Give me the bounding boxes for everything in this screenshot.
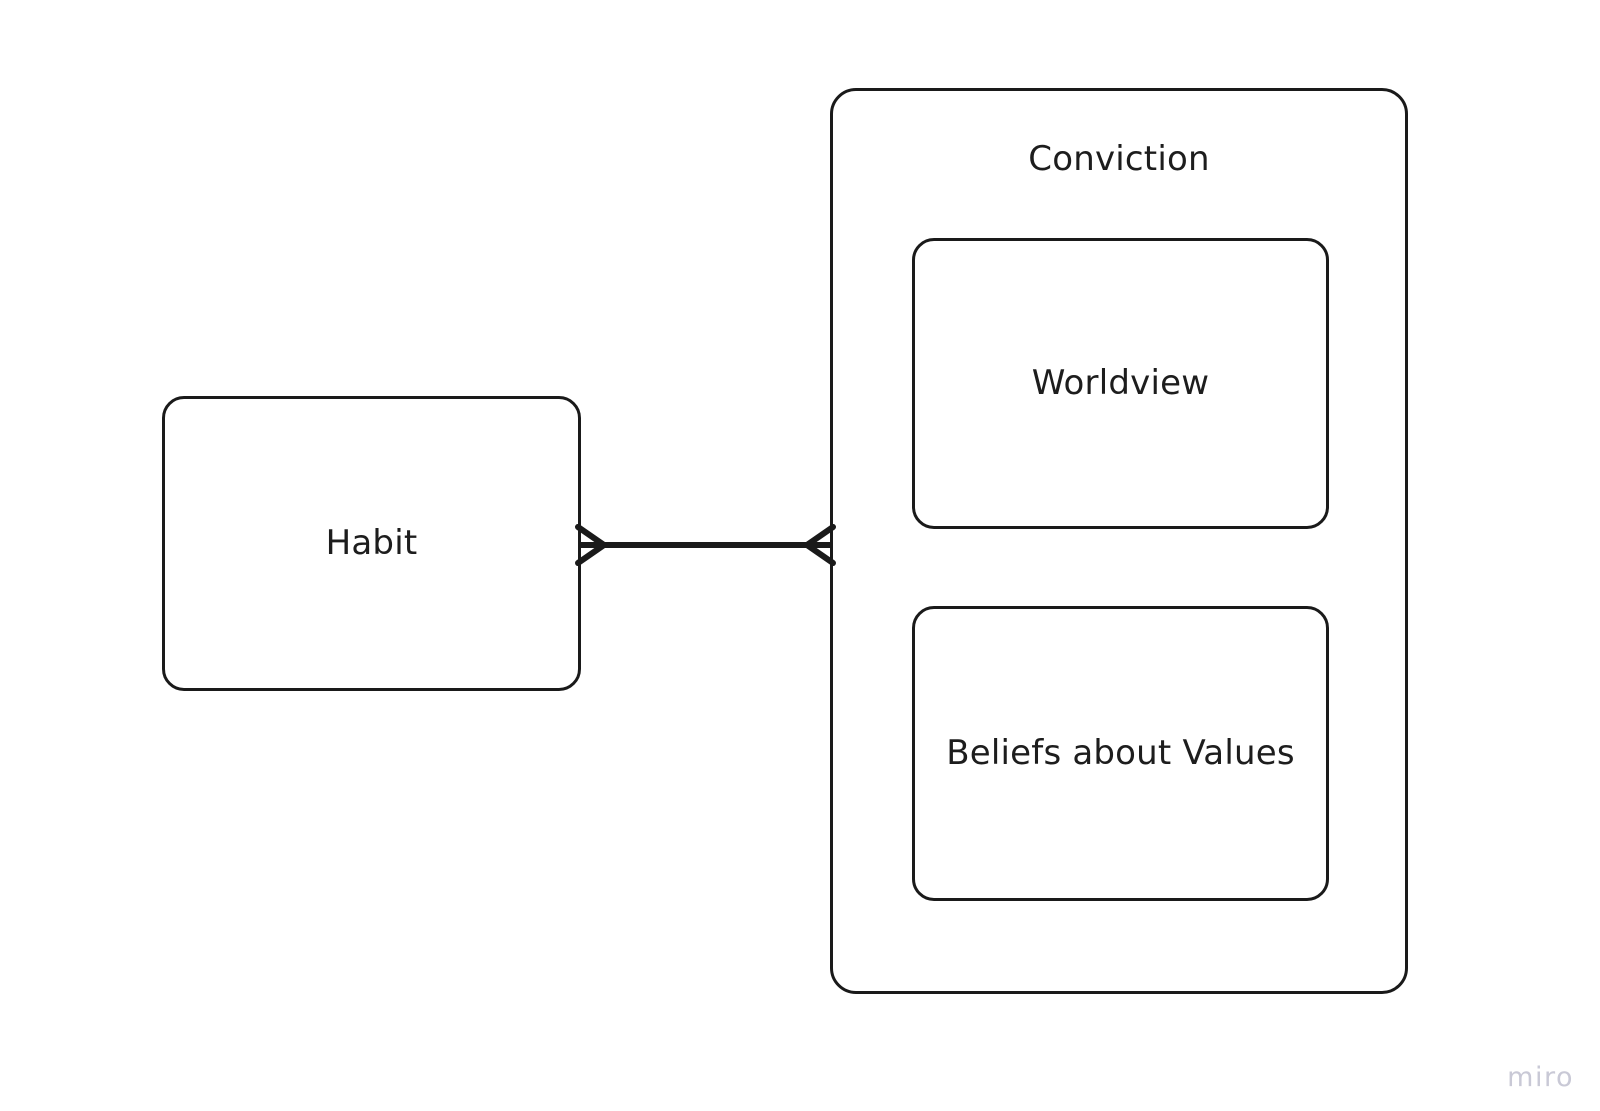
node-habit-label: Habit — [325, 522, 418, 563]
edge-habit-conviction[interactable] — [575, 524, 836, 566]
node-worldview-label: Worldview — [1031, 362, 1210, 403]
node-conviction-label: Conviction — [1028, 139, 1210, 179]
node-beliefs-about-values-label: Beliefs about Values — [946, 732, 1295, 773]
node-habit[interactable]: Habit — [162, 396, 581, 691]
miro-watermark: miro — [1507, 1062, 1574, 1093]
node-worldview[interactable]: Worldview — [912, 238, 1329, 529]
node-beliefs-about-values[interactable]: Beliefs about Values — [912, 606, 1329, 901]
crows-foot-left — [575, 524, 607, 566]
